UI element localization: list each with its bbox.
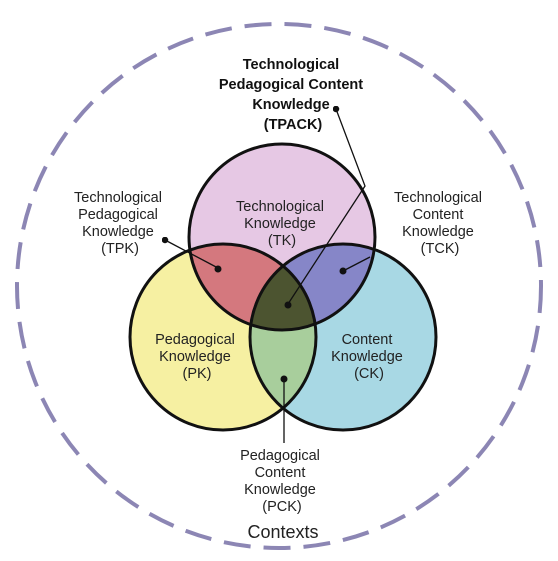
contexts-label: Contexts — [247, 522, 318, 542]
tck-dot — [339, 267, 347, 275]
tk-outline — [187, 142, 377, 332]
pk-outline — [128, 242, 318, 432]
ck-outline — [248, 242, 438, 432]
tk-label: Technological Knowledge (TK) — [236, 199, 328, 249]
tpack-dot — [284, 301, 292, 309]
tpk-label: Technological Pedagogical Knowledge (TPK… — [74, 190, 166, 257]
tpk-dot — [214, 265, 222, 273]
tpack-label: Technological Pedagogical Content Knowle… — [219, 57, 367, 133]
tpack-leader — [287, 105, 366, 305]
tck-label: Technological Content Knowledge (TCK) — [394, 190, 486, 257]
tpk-leader — [161, 236, 219, 269]
pck-dot — [280, 375, 288, 383]
pck-label: Pedagogical Content Knowledge (PCK) — [240, 448, 324, 515]
tck-leader — [342, 256, 371, 272]
pk-label: Pedagogical Knowledge (PK) — [155, 332, 239, 382]
ck-label: Content Knowledge (CK) — [331, 332, 407, 382]
